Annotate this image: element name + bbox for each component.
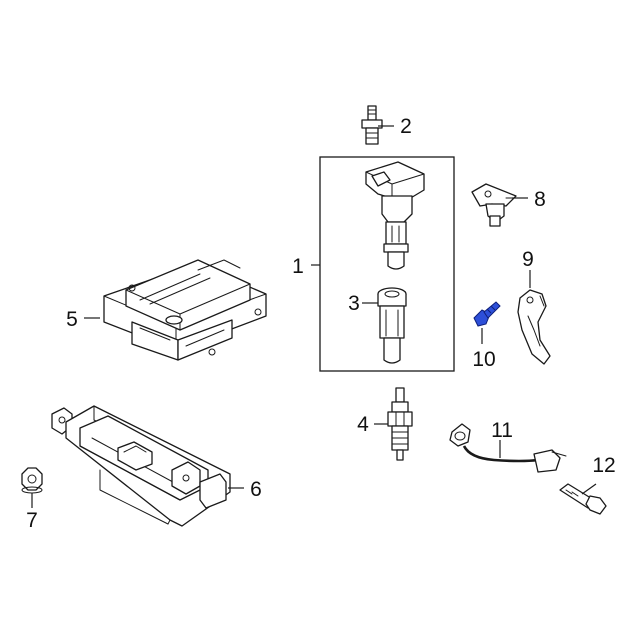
callout-5: 5 xyxy=(66,308,78,331)
sensor xyxy=(471,183,528,227)
callout-2: 2 xyxy=(400,115,412,138)
callout-9: 9 xyxy=(522,248,534,271)
ignition-coil xyxy=(365,161,425,270)
bolt xyxy=(559,483,607,515)
bolt-highlighted[interactable] xyxy=(473,301,501,344)
callout-3: 3 xyxy=(348,292,360,315)
spark-plug xyxy=(374,387,413,461)
coil-boot xyxy=(377,287,407,364)
sensor-bracket xyxy=(517,270,551,365)
stud-bolt xyxy=(361,105,394,145)
callout-7: 7 xyxy=(26,509,38,532)
engine-control-module xyxy=(84,259,267,361)
callout-8: 8 xyxy=(534,188,546,211)
callout-6: 6 xyxy=(250,478,262,501)
nut xyxy=(21,467,43,508)
callout-10: 10 xyxy=(472,348,495,371)
callout-12: 12 xyxy=(592,454,615,477)
part-1-assembly-box xyxy=(311,156,455,372)
sensor-wire-harness xyxy=(449,423,567,473)
callout-1: 1 xyxy=(292,255,304,278)
module-bracket xyxy=(51,405,244,527)
callout-11: 11 xyxy=(491,419,513,442)
callout-4: 4 xyxy=(357,413,369,436)
